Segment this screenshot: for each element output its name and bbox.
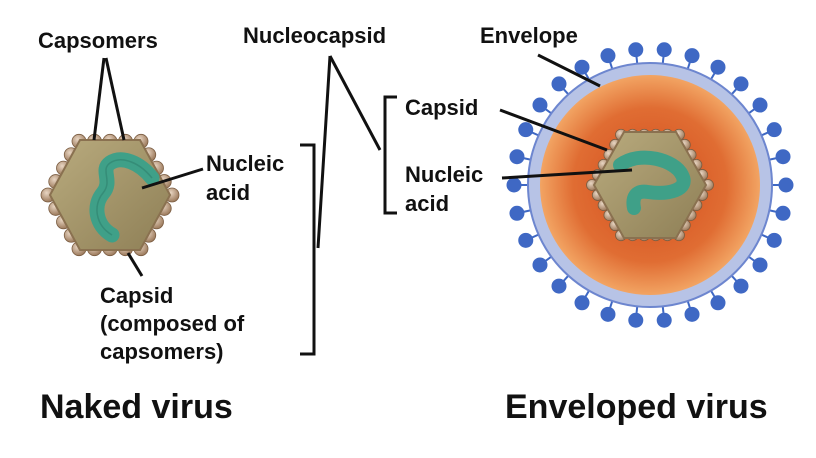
spike-knob [710,295,726,311]
spike-knob [518,232,534,248]
enveloped-capsid-leader-line [499,108,608,152]
enveloped-virus [506,42,794,328]
nucleocapsid-leader-line [316,55,332,249]
spike-knob [509,149,525,165]
spike-knob [518,122,534,138]
naked-nucleic-acid-label: Nucleic [206,151,284,176]
spike-knob [600,306,616,322]
spike-knob [628,42,644,58]
spike-knob [532,257,548,273]
envelope-label: Envelope [480,23,578,48]
naked-virus-title: Naked virus [40,388,233,426]
enveloped-virus-nucleic-acid [613,150,691,215]
spike-knob [766,232,782,248]
spike-knob [506,177,522,193]
spike-knob [509,205,525,221]
capsomers-label: Capsomers [38,28,158,53]
spike-knob [684,48,700,64]
spike-knob [628,312,644,328]
spike-knob [752,257,768,273]
spike-knob [766,122,782,138]
spike-knob [574,59,590,75]
enveloped-nucleic-acid-label: acid [405,191,449,216]
naked-nucleocapsid-bracket [300,143,316,356]
spike-knob [656,312,672,328]
enveloped-virus-title: Enveloped virus [505,388,768,426]
enveloped-nucleic-acid-label: Nucleic [405,162,483,187]
capsomers-leader-line [92,57,106,141]
naked-capsid-label: capsomers) [100,339,224,364]
naked-capsid-label: Capsid [100,283,173,308]
spike-knob [778,177,794,193]
spike-knob [775,205,791,221]
spike-knob [574,295,590,311]
spike-knob [752,97,768,113]
naked-capsid-leader-line [126,252,144,277]
naked-virus [40,133,180,257]
naked-capsid-label: (composed of [100,311,245,336]
spike-knob [600,48,616,64]
spike-knob [532,97,548,113]
spike-knob [733,76,749,92]
nucleocapsid-label: Nucleocapsid [243,23,386,48]
spike-knob [684,306,700,322]
enveloped-capsid-label: Capsid [405,95,478,120]
enveloped-nucleic-acid-leader-line [501,168,633,180]
naked-nucleic-acid-leader-line [141,167,204,190]
spike-knob [775,149,791,165]
nucleocapsid-leader-line [328,55,382,151]
enveloped-nucleocapsid-bracket [383,95,397,215]
spike-knob [733,278,749,294]
spike-knob [551,278,567,294]
naked-nucleic-acid-label: acid [206,180,250,205]
naked-virus-nucleic-acid-outline [96,159,153,236]
spike-knob [551,76,567,92]
spike-knob [656,42,672,58]
envelope-leader-line [537,53,601,88]
spike-knob [710,59,726,75]
capsomers-leader-line [104,57,126,141]
